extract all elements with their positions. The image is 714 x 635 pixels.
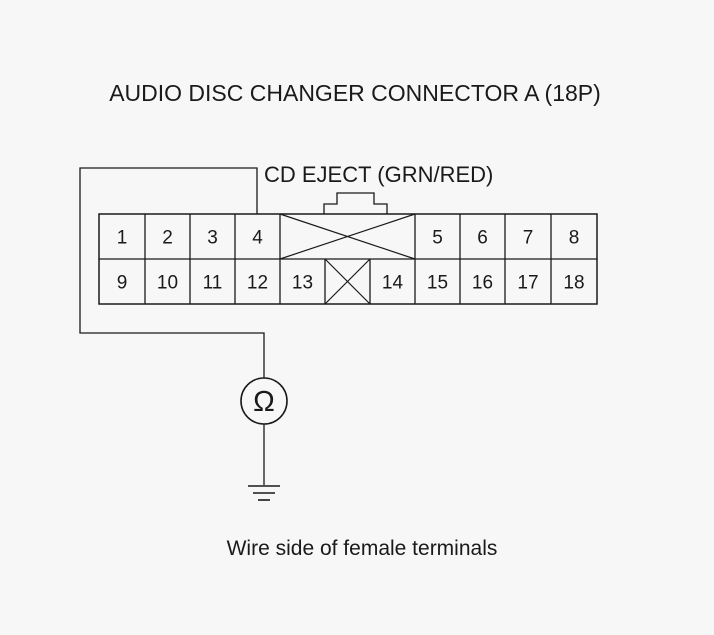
pin-9: 9: [117, 273, 128, 294]
pin-18: 18: [563, 273, 584, 294]
pin-6: 6: [477, 228, 488, 249]
pin-11: 11: [203, 273, 223, 294]
pin-5: 5: [432, 228, 443, 249]
pin-7: 7: [523, 228, 534, 249]
wire-label: CD EJECT (GRN/RED): [264, 162, 493, 187]
pin-1: 1: [117, 228, 128, 249]
ohm-symbol: Ω: [253, 386, 275, 418]
connector-grid: [99, 214, 597, 304]
diagram-caption: Wire side of female terminals: [227, 537, 498, 560]
connector-row-2: 9 10 11 12 13 14 15 16 17 18: [117, 258, 585, 305]
pin-12: 12: [247, 273, 268, 294]
pin-4: 4: [252, 228, 263, 249]
pin-3: 3: [207, 228, 218, 249]
pin-8: 8: [569, 228, 580, 249]
blank-cavity-x-icon: [324, 258, 371, 305]
pin-16: 16: [472, 273, 493, 294]
pin-17: 17: [517, 273, 538, 294]
pin-10: 10: [157, 273, 178, 294]
test-lead-wire: [79, 167, 265, 378]
blank-cavity-x-icon: [279, 213, 416, 260]
ground-icon: [248, 485, 280, 501]
pin-13: 13: [292, 273, 313, 294]
pin-14: 14: [382, 273, 404, 294]
locking-tab: [323, 192, 388, 214]
pin-2: 2: [162, 228, 173, 249]
pin-15: 15: [427, 273, 448, 294]
diagram-title: AUDIO DISC CHANGER CONNECTOR A (18P): [109, 80, 601, 106]
ohmmeter-icon: Ω: [240, 377, 288, 425]
connector-row-1: 1 2 3 4 5 6 7 8: [117, 213, 580, 260]
